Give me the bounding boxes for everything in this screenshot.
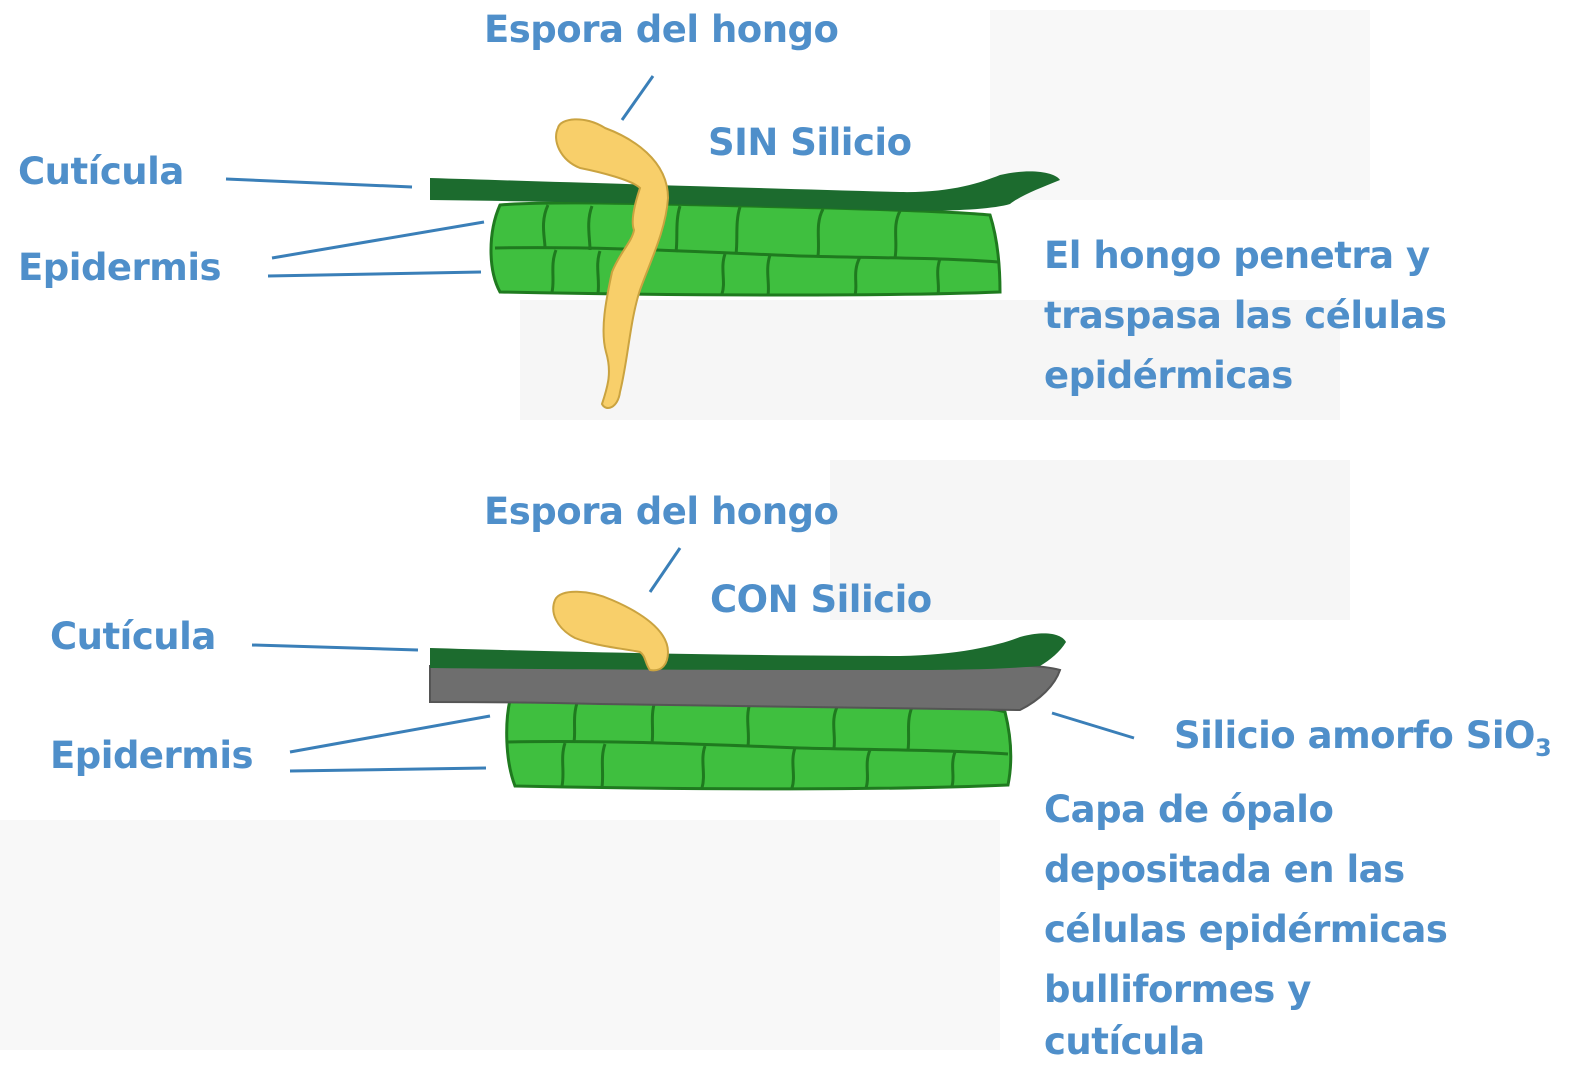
leader-cuticle-top [225, 177, 413, 189]
condition-label-bottom: CON Silicio [710, 578, 932, 621]
silica-label-subscript: 3 [1534, 734, 1552, 762]
description-bottom-line-4: bulliformes y [1044, 968, 1311, 1011]
description-top-line-1: El hongo penetra y [1044, 234, 1430, 277]
description-bottom-line-1: Capa de ópalo [1044, 788, 1334, 831]
condition-label-top: SIN Silicio [708, 121, 912, 164]
description-top-line-2: traspasa las células [1044, 294, 1447, 337]
cuticle-label-bottom: Cutícula [50, 615, 216, 658]
silica-label: Silicio amorfo SiO3 [1174, 706, 1552, 770]
epidermis-label-top: Epidermis [18, 246, 222, 289]
leader-epidermis-top-2 [267, 270, 482, 278]
description-bottom-line-5: cutícula [1044, 1020, 1205, 1063]
cell-row-divider-bottom [507, 739, 1009, 756]
leaf-section-bottom [251, 547, 1135, 791]
scan-artifact [0, 820, 1000, 1050]
cuticle-label-top: Cutícula [18, 150, 184, 193]
leader-cuticle-bottom [251, 643, 419, 652]
leader-epidermis-bottom-2 [289, 766, 487, 773]
description-bottom-line-3: células epidérmicas [1044, 908, 1448, 951]
leader-silica [1051, 711, 1135, 740]
leader-spore-top [620, 75, 655, 121]
leader-epidermis-top-1 [271, 220, 485, 260]
silica-layer [429, 664, 1062, 712]
fungal-spore-bottom [552, 590, 670, 672]
cuticle-layer-top [430, 171, 1060, 211]
spore-label-bottom: Espora del hongo [484, 490, 839, 533]
cell-row-divider-top [494, 246, 999, 264]
leader-spore-bottom [648, 547, 682, 593]
spore-label-top: Espora del hongo [484, 8, 839, 51]
epidermis-layer-bottom [505, 697, 1013, 791]
leader-epidermis-bottom-1 [289, 714, 491, 754]
cell-walls-top [542, 204, 942, 296]
scan-artifact [990, 10, 1370, 200]
scan-artifact [830, 460, 1350, 620]
scan-artifact [520, 300, 1340, 420]
fungal-spore-top [555, 118, 670, 409]
description-top-line-3: epidérmicas [1044, 354, 1293, 397]
epidermis-label-bottom: Epidermis [50, 734, 254, 777]
cuticle-layer-bottom [430, 633, 1066, 670]
silica-label-text: Silicio amorfo SiO [1174, 714, 1535, 757]
description-bottom-line-2: depositada en las [1044, 848, 1405, 891]
leaf-section-top [225, 75, 1060, 409]
